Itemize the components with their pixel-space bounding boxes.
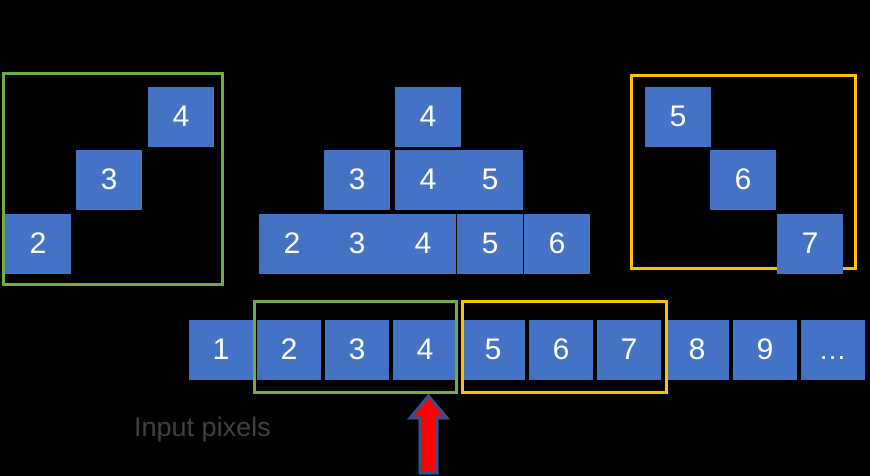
left-field-tile: 3 <box>76 150 142 210</box>
right-field-tile: 7 <box>777 214 843 274</box>
input-pixel-tile: 3 <box>325 320 389 380</box>
input-row-green-selection-box <box>253 300 458 394</box>
input-row-orange-selection-box <box>461 300 668 394</box>
input-pixel-tile: 2 <box>257 320 321 380</box>
input-pixel-tile: 4 <box>393 320 457 380</box>
input-pixel-tile-ellipsis: … <box>801 320 865 380</box>
pyramid-tile: 2 <box>259 214 325 274</box>
input-pixel-tile: 7 <box>597 320 661 380</box>
input-pixel-tile: 9 <box>733 320 797 380</box>
pyramid-tile: 4 <box>395 87 461 147</box>
right-receptive-field-box <box>630 74 857 270</box>
right-field-tile: 5 <box>645 87 711 147</box>
input-pixels-caption: Input pixels <box>134 412 271 442</box>
right-field-tile: 6 <box>710 150 776 210</box>
pyramid-tile: 4 <box>390 214 456 274</box>
left-field-tile: 4 <box>148 87 214 147</box>
pyramid-tile: 5 <box>457 150 523 210</box>
left-field-tile: 2 <box>5 214 71 274</box>
pyramid-tile: 5 <box>457 214 523 274</box>
input-pixel-tile: 6 <box>529 320 593 380</box>
pyramid-tile: 3 <box>324 150 390 210</box>
pyramid-tile: 3 <box>324 214 390 274</box>
pyramid-tile: 6 <box>524 214 590 274</box>
left-receptive-field-box <box>2 72 224 286</box>
input-pixel-tile: 8 <box>665 320 729 380</box>
input-pixel-tile: 5 <box>461 320 525 380</box>
pyramid-tile: 4 <box>395 150 461 210</box>
up-arrow-pointer <box>407 393 450 476</box>
up-arrow-icon <box>407 393 450 475</box>
input-pixel-tile: 1 <box>189 320 253 380</box>
